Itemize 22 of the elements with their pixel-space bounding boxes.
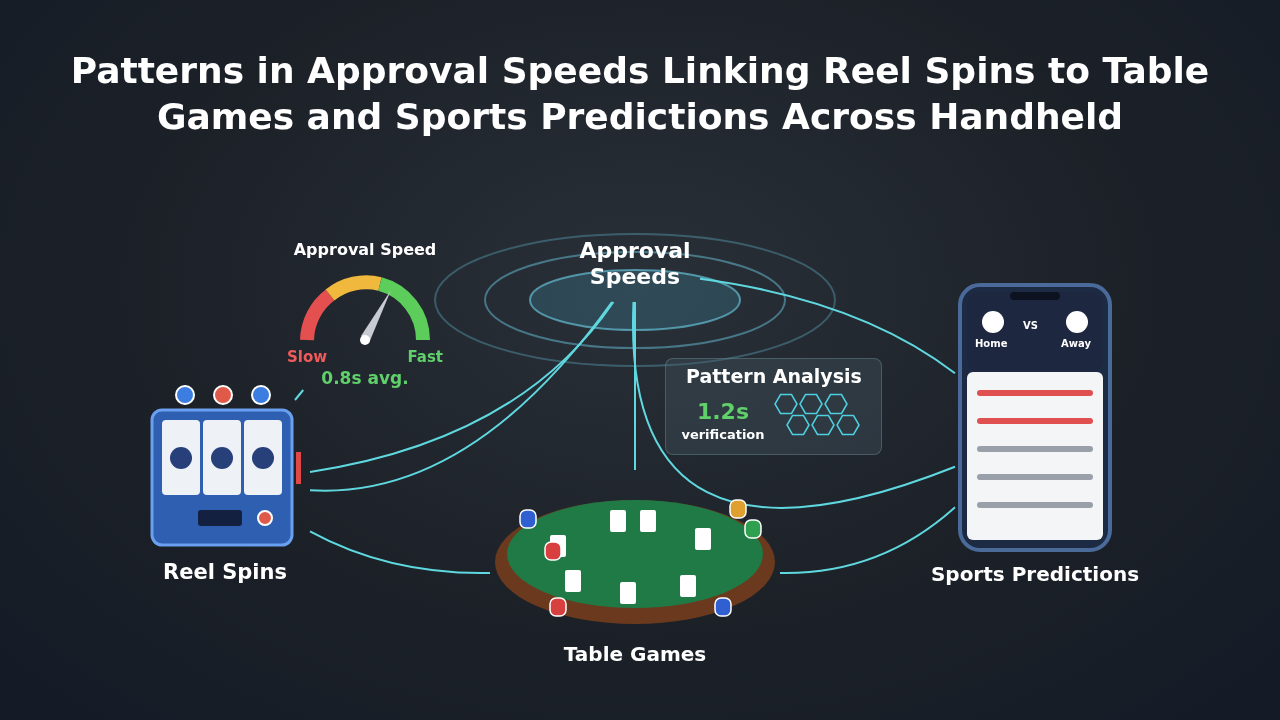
gauge-title: Approval Speed [292, 240, 438, 260]
scale-label: Slow [287, 348, 329, 366]
connector-line [779, 506, 956, 574]
analysis-panel [665, 358, 882, 455]
time-caption: verification [680, 427, 766, 443]
node-label: Sports Predictions [929, 562, 1141, 586]
team-label: Home [975, 338, 1008, 349]
connector-line [699, 277, 956, 375]
connector-line [294, 389, 305, 401]
node-label: Table Games [562, 642, 708, 666]
node-label: Reel Spins [162, 560, 288, 586]
diagram-title: Patterns in Approval Speeds Linking Reel Spins to Table Games and Sports Predictions Across Handheld [69, 49, 1211, 139]
time-value: 1.2s [695, 399, 751, 426]
average-value: 0.8s avg. [320, 368, 410, 389]
versus-label: VS [1023, 320, 1038, 331]
hub-title: Approval Speeds [578, 238, 692, 291]
panel-title: Pattern Analysis [686, 365, 863, 388]
team-label: Away [1061, 338, 1091, 349]
connector-line [632, 301, 956, 509]
connector-line [309, 530, 491, 574]
connector-line [634, 301, 636, 471]
scale-label: Fast [406, 348, 443, 366]
